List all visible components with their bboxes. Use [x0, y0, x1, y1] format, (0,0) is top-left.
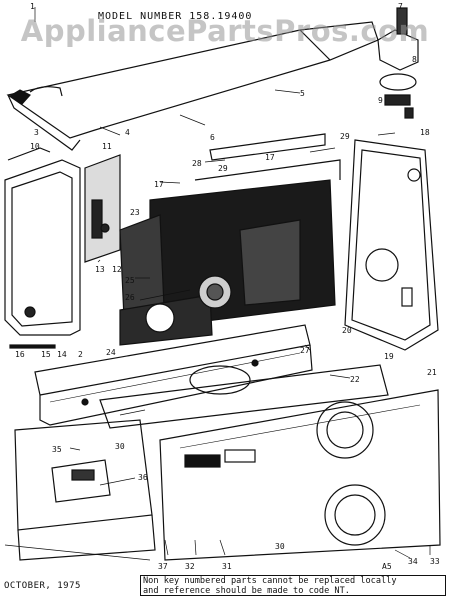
- base-panel: [34, 324, 313, 426]
- callout-27: 27: [300, 346, 310, 355]
- footnote-line-2: and reference should be made to code NT.: [143, 586, 350, 596]
- callout-32: 32: [185, 562, 195, 571]
- rear-panel: [194, 133, 341, 181]
- callout-a5: A5: [382, 562, 392, 571]
- callout-17a: 17: [154, 180, 164, 189]
- callout-35: 35: [52, 445, 62, 454]
- callout-1: 1: [30, 2, 35, 11]
- callout-5: 5: [300, 89, 305, 98]
- callout-30a: 30: [115, 442, 125, 451]
- callout-16: 16: [15, 350, 25, 359]
- callout-18: 18: [420, 128, 430, 137]
- callout-11: 11: [102, 142, 112, 151]
- callout-17b: 17: [265, 153, 275, 162]
- footnote-line-1: Non key numbered parts cannot be replace…: [143, 576, 397, 586]
- callout-21: 21: [427, 368, 437, 377]
- callout-34: 34: [408, 557, 418, 566]
- callout-24: 24: [106, 348, 116, 357]
- callout-10: 10: [30, 142, 40, 151]
- motor-mechanism: [119, 179, 336, 346]
- callout-8: 8: [412, 55, 417, 64]
- callout-28: 28: [192, 159, 202, 168]
- footnote: Non key numbered parts cannot be replace…: [140, 575, 446, 596]
- callout-20: 20: [342, 326, 352, 335]
- callout-30b: 30: [275, 542, 285, 551]
- callout-14: 14: [57, 350, 67, 359]
- callout-31: 31: [222, 562, 232, 571]
- callout-23: 23: [130, 208, 140, 217]
- diagram-date: OCTOBER, 1975: [4, 581, 81, 591]
- model-number: MODEL NUMBER 158.19400: [98, 11, 253, 22]
- callout-26: 26: [125, 293, 135, 302]
- face-plate: [4, 147, 81, 349]
- callout-7: 7: [398, 2, 403, 11]
- bobbin-winder-assembly: [377, 7, 419, 119]
- callout-6: 6: [210, 133, 215, 142]
- leader-lines: [34, 7, 431, 559]
- top-cover: [6, 21, 379, 151]
- callout-2: 2: [78, 350, 83, 359]
- callout-29a: 29: [340, 132, 350, 141]
- callout-9: 9: [378, 96, 383, 105]
- callout-4: 4: [125, 128, 130, 137]
- slide-plate: [4, 419, 156, 561]
- front-housing: [99, 364, 389, 429]
- hinge-bracket: [84, 154, 121, 263]
- callout-13: 13: [95, 265, 105, 274]
- callout-22: 22: [350, 375, 360, 384]
- callout-15: 15: [41, 350, 51, 359]
- callout-36: 36: [138, 473, 148, 482]
- callout-12: 12: [112, 265, 122, 274]
- callout-29b: 29: [218, 164, 228, 173]
- callout-37: 37: [158, 562, 168, 571]
- callout-19: 19: [384, 352, 394, 361]
- callout-3: 3: [34, 128, 39, 137]
- hand-wheel-cover: [344, 139, 439, 351]
- callout-25: 25: [125, 276, 135, 285]
- callout-33: 33: [430, 557, 440, 566]
- front-panel: [159, 389, 441, 561]
